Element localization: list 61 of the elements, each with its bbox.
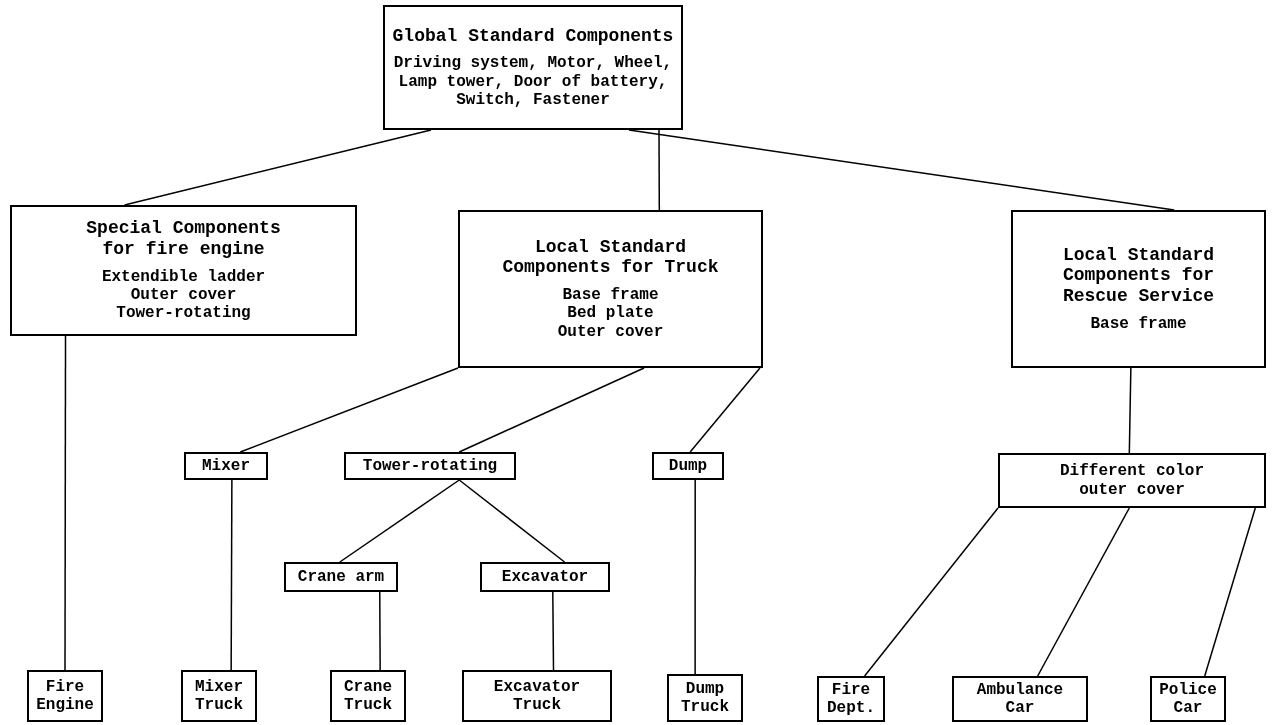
box-text: Tower-rotating	[362, 456, 498, 476]
box-text: Outer cover	[130, 286, 237, 305]
component-box	[1150, 676, 1226, 722]
box-heading: Special Components for fire engine	[85, 218, 282, 260]
component-box	[1011, 210, 1266, 368]
box-text: Police Car	[1158, 680, 1218, 718]
box-text: Fire Engine	[35, 677, 95, 715]
connector-line	[552, 591, 555, 671]
connector-line	[1128, 367, 1132, 454]
connector-line	[458, 479, 566, 563]
component-box	[330, 670, 406, 722]
box-text: Tower-rotating	[116, 304, 251, 323]
connector-line	[123, 129, 432, 206]
box-heading: Local Standard Components for Truck	[501, 236, 720, 279]
component-box	[27, 670, 103, 722]
component-box	[817, 676, 885, 722]
connector-line	[239, 367, 459, 453]
box-text: Mixer Truck	[194, 677, 244, 715]
component-box	[652, 452, 724, 480]
box-text: Base frame	[562, 286, 659, 305]
connector-line	[1203, 507, 1257, 677]
connector-line	[230, 479, 233, 671]
component-box	[952, 676, 1088, 722]
box-text: Excavator	[501, 567, 589, 587]
component-box	[181, 670, 257, 722]
component-box	[458, 210, 763, 368]
component-box	[10, 205, 357, 336]
connector-line	[458, 367, 645, 453]
connector-line	[658, 129, 661, 211]
component-box	[480, 562, 610, 592]
box-text: Crane Truck	[343, 677, 393, 715]
box-text: Ambulance Car	[975, 680, 1065, 718]
box-heading: Global Standard Components	[392, 25, 674, 47]
box-text: Dump	[668, 456, 708, 476]
component-box	[667, 674, 743, 722]
box-text: Different color outer cover	[1059, 462, 1205, 499]
component-box	[184, 452, 268, 480]
component-box	[998, 453, 1266, 508]
box-text: Bed plate	[567, 304, 654, 323]
box-text: Extendible ladder	[101, 267, 266, 286]
connector-line	[64, 335, 67, 671]
connector-line	[863, 507, 999, 677]
box-text: Driving system, Motor, Wheel, Lamp tower, Door of battery, Switch, Fastener	[392, 54, 674, 110]
box-text: Fire Dept.	[826, 680, 876, 718]
connector-line	[379, 591, 381, 671]
connector-line	[1036, 507, 1131, 677]
component-box	[284, 562, 398, 592]
connector-line	[689, 367, 761, 453]
box-text: Excavator Truck	[492, 677, 582, 715]
connector-line	[628, 129, 1175, 211]
connector-line	[339, 479, 460, 563]
component-box	[344, 452, 516, 480]
connector-line	[694, 479, 696, 675]
box-text: Mixer	[202, 456, 250, 476]
box-heading: Local Standard Components for Rescue Service	[1061, 244, 1216, 307]
box-text: Dump Truck	[680, 679, 730, 717]
component-box	[462, 670, 612, 722]
box-text: Base frame	[1090, 314, 1187, 334]
box-text: Crane arm	[297, 567, 385, 587]
box-text: Outer cover	[557, 322, 664, 342]
component-box	[383, 5, 683, 130]
